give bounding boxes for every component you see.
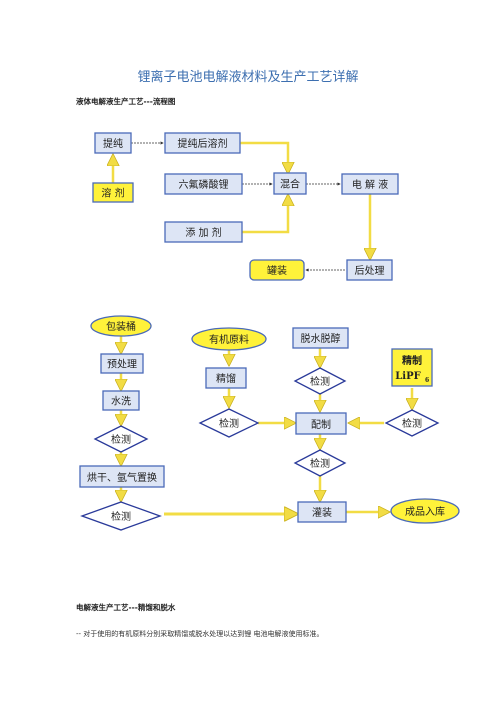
box-purify-label: 提纯 xyxy=(103,137,123,150)
box-solvent-label: 溶 剂 xyxy=(101,187,124,200)
box-canning-label: 罐装 xyxy=(267,264,287,277)
box-electrolyte: 电 解 液 xyxy=(341,173,399,195)
diamond-inspect-4: 检测 xyxy=(293,367,347,395)
ellipse-packaging-drum-label: 包装桶 xyxy=(106,320,136,333)
box-rectify: 精馏 xyxy=(205,367,247,389)
box-pretreatment: 预处理 xyxy=(100,353,144,374)
box-dry-argon: 烘干、氩气置换 xyxy=(79,465,165,488)
box-purified-solvent-label: 提纯后溶剂 xyxy=(178,137,228,150)
arrow-purified-to-mix xyxy=(240,141,288,172)
box-mix: 混合 xyxy=(273,172,307,195)
box-electrolyte-label: 电 解 液 xyxy=(352,178,388,191)
box-prepare: 配制 xyxy=(295,412,347,435)
diamond-inspect-3: 检测 xyxy=(198,408,260,438)
box-post-treatment-label: 后处理 xyxy=(355,265,385,277)
diamond-inspect-6: 检测 xyxy=(384,409,440,437)
box-purify: 提纯 xyxy=(94,132,132,154)
box-refined-lipf6: 精制 LiPF 6 xyxy=(391,348,433,387)
box-water-wash: 水洗 xyxy=(102,390,140,411)
box-pretreatment-label: 预处理 xyxy=(107,359,137,371)
box-dehydrate: 脱水脱醇 xyxy=(292,327,349,349)
ellipse-organic-raw: 有机原料 xyxy=(191,327,267,351)
box-purified-solvent: 提纯后溶剂 xyxy=(164,132,241,154)
box-lipf6-label: 六氟磷酸锂 xyxy=(179,178,229,191)
refined-lipf6-sub: 6 xyxy=(425,377,429,384)
refined-lipf6-line2: LiPF xyxy=(395,371,420,382)
diamond-inspect-1: 检测 xyxy=(93,425,149,453)
page-title: 锂离子电池电解液材料及生产工艺详解 xyxy=(137,70,359,85)
section2-text: -- 对于使用的有机原料分别采取精馏或脱水处理以达到锂 电池电解液使用标准。 xyxy=(76,630,324,638)
box-lipf6: 六氟磷酸锂 xyxy=(164,173,243,195)
ellipse-packaging-drum: 包装桶 xyxy=(90,315,152,337)
box-solvent: 溶 剂 xyxy=(92,182,134,203)
diamond-inspect-5-label: 检测 xyxy=(310,457,330,470)
box-canning: 罐装 xyxy=(249,259,305,281)
flowchart-2: 包装桶 预处理 水洗 检测 烘干、氩气置换 检测 有机原料 精馏 xyxy=(79,315,460,531)
box-mix-label: 混合 xyxy=(280,178,300,191)
diamond-inspect-5: 检测 xyxy=(293,449,347,477)
box-post-treatment: 后处理 xyxy=(346,259,393,281)
ellipse-organic-raw-label: 有机原料 xyxy=(209,333,249,346)
box-filling-label: 灌装 xyxy=(312,506,332,519)
box-prepare-label: 配制 xyxy=(311,418,331,431)
ellipse-finished-storage-label: 成品入库 xyxy=(405,505,445,518)
box-additive-label: 添 加 剂 xyxy=(185,226,221,239)
diamond-inspect-4-label: 检测 xyxy=(310,375,330,388)
section1-heading: 液体电解液生产工艺---流程图 xyxy=(76,97,176,106)
diamond-inspect-1-label: 检测 xyxy=(111,433,131,446)
diamond-inspect-3-label: 检测 xyxy=(219,417,239,430)
diamond-inspect-2: 检测 xyxy=(80,501,162,531)
refined-lipf6-line1: 精制 xyxy=(402,354,422,367)
flowchart-1: 提纯 溶 剂 提纯后溶剂 六氟磷酸锂 添 加 剂 混合 电 解 液 后处理 xyxy=(92,132,399,281)
ellipse-finished-storage: 成品入库 xyxy=(390,498,460,524)
box-dry-argon-label: 烘干、氩气置换 xyxy=(87,471,157,484)
section2-heading: 电解液生产工艺---精馏和脱水 xyxy=(76,603,176,612)
box-filling: 灌装 xyxy=(297,501,347,523)
box-dehydrate-label: 脱水脱醇 xyxy=(301,332,341,345)
box-water-wash-label: 水洗 xyxy=(111,396,131,408)
diamond-inspect-2-label: 检测 xyxy=(111,510,131,523)
diamond-inspect-6-label: 检测 xyxy=(402,417,422,430)
box-rectify-label: 精馏 xyxy=(216,372,236,385)
box-additive: 添 加 剂 xyxy=(164,221,243,243)
arrow-additive-to-mix xyxy=(242,196,288,234)
